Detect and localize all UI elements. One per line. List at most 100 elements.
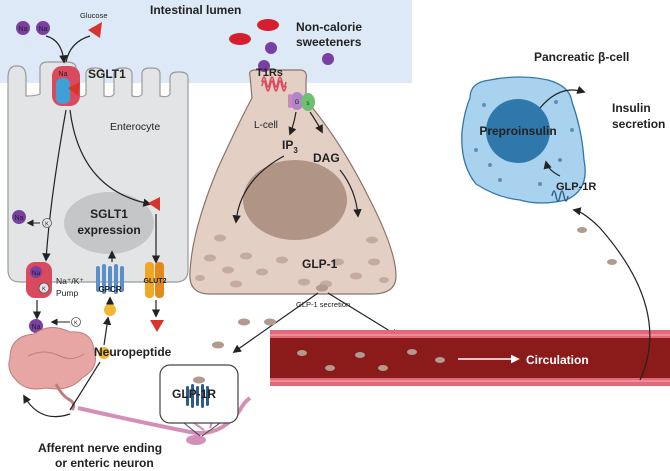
- intracellular-k-label: K: [45, 222, 49, 228]
- glp1-label: GLP-1: [302, 257, 338, 271]
- gpcr-receptor: [96, 264, 124, 294]
- glp1-secretion-label: GLP-1 secretion: [296, 300, 350, 309]
- exported-glucose: [150, 320, 164, 332]
- sweetener-purple-1: [265, 42, 277, 54]
- pancreas-title: Pancreatic β-cell: [534, 50, 629, 64]
- sweeteners-line2: sweeteners: [296, 35, 362, 49]
- insulin-line2: secretion: [612, 117, 665, 131]
- pump-label-line2: Pump: [56, 288, 78, 298]
- extracellular-k: [71, 317, 81, 327]
- insulin-line1: Insulin: [612, 101, 651, 115]
- sweetener-purple-2: [322, 53, 334, 65]
- glucose-label: Glucose: [80, 11, 108, 20]
- gpcr-label: GPCR: [98, 285, 121, 294]
- extracellular-sodium-label: Na: [32, 324, 41, 331]
- secretion-to-neuron-arrow: [232, 292, 319, 353]
- extracellular-glp1-granules: [212, 318, 276, 349]
- sglt1-uptake-arrow: [45, 35, 68, 64]
- pump-k-label: K: [42, 287, 46, 293]
- neuropeptide-label: Neuropeptide: [94, 345, 172, 359]
- pump-na-label: Na: [32, 270, 41, 277]
- glp1r-inset-ligand: [193, 376, 205, 384]
- intracellular-glucose: [148, 197, 160, 211]
- brain: [8, 327, 96, 390]
- pump-na-site: [30, 266, 42, 278]
- sglt1-inner: [56, 78, 70, 104]
- afferent-line2: or enteric neuron: [55, 456, 154, 470]
- t1rs-sweetener-bound: [258, 60, 270, 72]
- glp1-travelling-granules: [577, 227, 617, 265]
- brainstem: [54, 383, 76, 411]
- l-cell-granules: [195, 234, 389, 288]
- inset-pointer-2: [201, 422, 221, 437]
- glp1r-to-nucleus-arrow: [543, 160, 561, 177]
- enterocyte-label: Enterocyte: [110, 121, 160, 133]
- sglt1-label: SGLT1: [88, 67, 126, 81]
- sglt1-glucose-icon: [68, 82, 80, 96]
- l-cell-nucleus: [243, 160, 347, 240]
- glp1r-inset-receptor: [186, 384, 209, 408]
- preproinsulin-to-secretion-arrow: [539, 85, 586, 109]
- sodium-ion-2-label: Na: [39, 26, 48, 33]
- glucose-uptake-arrow: [65, 35, 91, 63]
- neuropeptide-dot: [98, 347, 110, 359]
- sglt1-expression-line1: SGLT1: [90, 207, 128, 221]
- dag-to-granules-arrow: [339, 169, 362, 218]
- nerve-to-brain-arrow: [23, 394, 71, 418]
- sodium-ion-2: [36, 21, 50, 35]
- afferent-nerve-ending: [186, 435, 206, 445]
- sweetener-red-1: [229, 33, 251, 45]
- dag-label: DAG: [313, 151, 340, 165]
- neuropeptide-line-to-neuron: [69, 361, 101, 411]
- secretion-to-circulation-arrow: [327, 292, 400, 337]
- circulating-glp1-granules: [297, 349, 445, 371]
- glucose-icon: [88, 22, 102, 38]
- glucose-to-glut2-arrow: [69, 109, 152, 207]
- circulation-label: Circulation: [526, 353, 589, 367]
- preproinsulin-label: Preproinsulin: [479, 124, 556, 138]
- brain-fold: [27, 351, 85, 360]
- sglt1-na-label: Na: [59, 71, 68, 78]
- extracellular-sodium: [29, 319, 43, 333]
- ip3-sub: 3: [293, 146, 298, 155]
- blood-vessel-lumen: [270, 338, 670, 378]
- glut2-label: GLUT2: [144, 278, 167, 285]
- circulation-to-pancreas-arrow: [572, 207, 651, 381]
- sglt1-expression-nucleus: [64, 192, 154, 254]
- ip3-label: IP3: [282, 138, 298, 155]
- lumen-label: Intestinal lumen: [150, 3, 241, 17]
- afferent-line1: Afferent nerve ending: [38, 441, 162, 455]
- glp1r-inset-label: GLP-1R: [172, 387, 216, 401]
- pump-k-site: [38, 282, 50, 294]
- t1rs-label: T1Rs: [256, 67, 283, 79]
- secreted-glp1-granule: [316, 284, 328, 292]
- sweeteners-line1: Non-calorie: [296, 20, 362, 34]
- intracellular-sodium: [12, 210, 26, 224]
- pump-label-line1: Na⁺/K⁺: [56, 276, 84, 286]
- g-protein-complex: [288, 92, 315, 111]
- intracellular-sodium-label: Na: [15, 215, 24, 222]
- beta-cell-nucleus: [486, 99, 550, 163]
- neuropeptide-at-gpcr: [104, 304, 116, 316]
- neuropeptide-up-arrow: [102, 316, 112, 346]
- beta-cell-glp1r-label: GLP-1R: [556, 181, 596, 193]
- beta-cell-granules: [474, 100, 574, 186]
- sweetener-red-2: [257, 19, 279, 31]
- extracellular-k-label: K: [74, 321, 78, 327]
- beta-cell-glp1r-receptor: [551, 190, 569, 202]
- intracellular-k: [42, 218, 52, 228]
- sodium-ion-1-label: Na: [19, 26, 28, 33]
- glut2-transporter: [145, 262, 164, 298]
- g-protein-s-label: s: [307, 101, 310, 107]
- gprotein-to-dag-arrow: [309, 111, 323, 134]
- inset-pointer-1: [183, 422, 201, 437]
- l-cell-label: L-cell: [254, 120, 278, 131]
- ip3-to-granules-arrow: [232, 155, 285, 224]
- sglt1-expression-line2: expression: [77, 223, 140, 237]
- gprotein-to-ip3-arrow: [288, 111, 297, 136]
- sodium-to-pump-arrow: [42, 109, 67, 262]
- ip3-main: IP: [282, 138, 293, 152]
- g-protein-g-label: G: [295, 100, 300, 106]
